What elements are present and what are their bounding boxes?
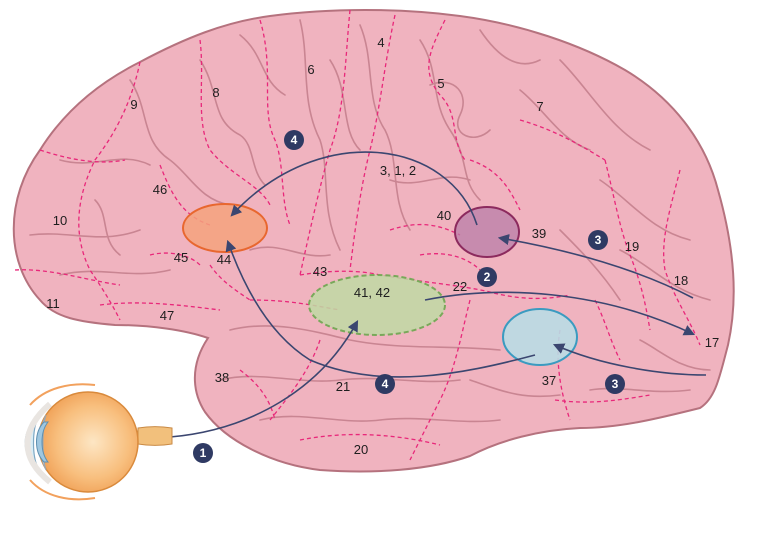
area-label: 22 bbox=[453, 279, 467, 294]
arrow-auditory-to-visual-cortex bbox=[424, 291, 696, 336]
arrow-angular-to-broca bbox=[230, 151, 478, 226]
area-label: 47 bbox=[160, 308, 174, 323]
step-badge-number: 2 bbox=[484, 270, 491, 284]
area-label: 43 bbox=[313, 264, 327, 279]
area-label: 38 bbox=[215, 370, 229, 385]
area-boundaries bbox=[14, 9, 701, 461]
area-label: 18 bbox=[674, 273, 688, 288]
area-label: 11 bbox=[46, 296, 60, 311]
eyelid-top bbox=[29, 383, 96, 406]
step-badge-number: 3 bbox=[612, 377, 619, 391]
step-badge: 4 bbox=[284, 130, 304, 150]
eyelid-bottom bbox=[29, 479, 96, 501]
area-label: 46 bbox=[153, 182, 167, 197]
area-label: 4 bbox=[377, 35, 384, 50]
step-badge-number: 4 bbox=[382, 377, 389, 391]
visual-association-region bbox=[502, 308, 578, 366]
eye-illustration bbox=[24, 383, 173, 501]
step-badge: 2 bbox=[477, 267, 497, 287]
step-badge: 1 bbox=[193, 443, 213, 463]
step-badge-number: 3 bbox=[595, 233, 602, 247]
area-label: 19 bbox=[625, 239, 639, 254]
step-badges: 4 3 2 3 4 1 bbox=[193, 130, 625, 463]
area-label: 6 bbox=[307, 62, 314, 77]
area-label: 21 bbox=[336, 379, 350, 394]
auditory-region bbox=[308, 274, 446, 336]
area-label: 39 bbox=[532, 226, 546, 241]
area-label: 37 bbox=[542, 373, 556, 388]
arrow-visual-to-association bbox=[552, 343, 707, 376]
area-label: 17 bbox=[705, 335, 719, 350]
arrow-visual-to-angular bbox=[497, 233, 694, 299]
area-label: 40 bbox=[437, 208, 451, 223]
area-labels: 4 6 8 9 5 7 3, 1, 2 46 10 45 44 40 39 19… bbox=[46, 35, 719, 457]
optic-nerve bbox=[137, 426, 173, 446]
area-label: 44 bbox=[217, 252, 231, 267]
step-badge: 3 bbox=[588, 230, 608, 250]
area-label: 5 bbox=[437, 76, 444, 91]
sclera-ring bbox=[24, 401, 52, 485]
area-label: 8 bbox=[212, 85, 219, 100]
area-label: 45 bbox=[174, 250, 188, 265]
iris bbox=[36, 421, 50, 463]
area-label: 10 bbox=[53, 213, 67, 228]
broca-region bbox=[182, 203, 268, 253]
area-label: 41, 42 bbox=[354, 285, 390, 300]
eyeball bbox=[37, 391, 139, 493]
step-badge: 4 bbox=[375, 374, 395, 394]
pathway-arrows bbox=[169, 151, 707, 438]
step-badge-number: 4 bbox=[291, 133, 298, 147]
area-label: 3, 1, 2 bbox=[380, 163, 416, 178]
arrow-optic-to-auditory bbox=[169, 320, 359, 438]
sulci bbox=[29, 19, 711, 423]
area-label: 7 bbox=[536, 99, 543, 114]
area-label: 9 bbox=[130, 97, 137, 112]
area-label: 20 bbox=[354, 442, 368, 457]
angular-gyrus-region bbox=[454, 206, 520, 258]
step-badge-number: 1 bbox=[200, 446, 207, 460]
arrow-association-to-broca bbox=[225, 239, 536, 378]
step-badge: 3 bbox=[605, 374, 625, 394]
